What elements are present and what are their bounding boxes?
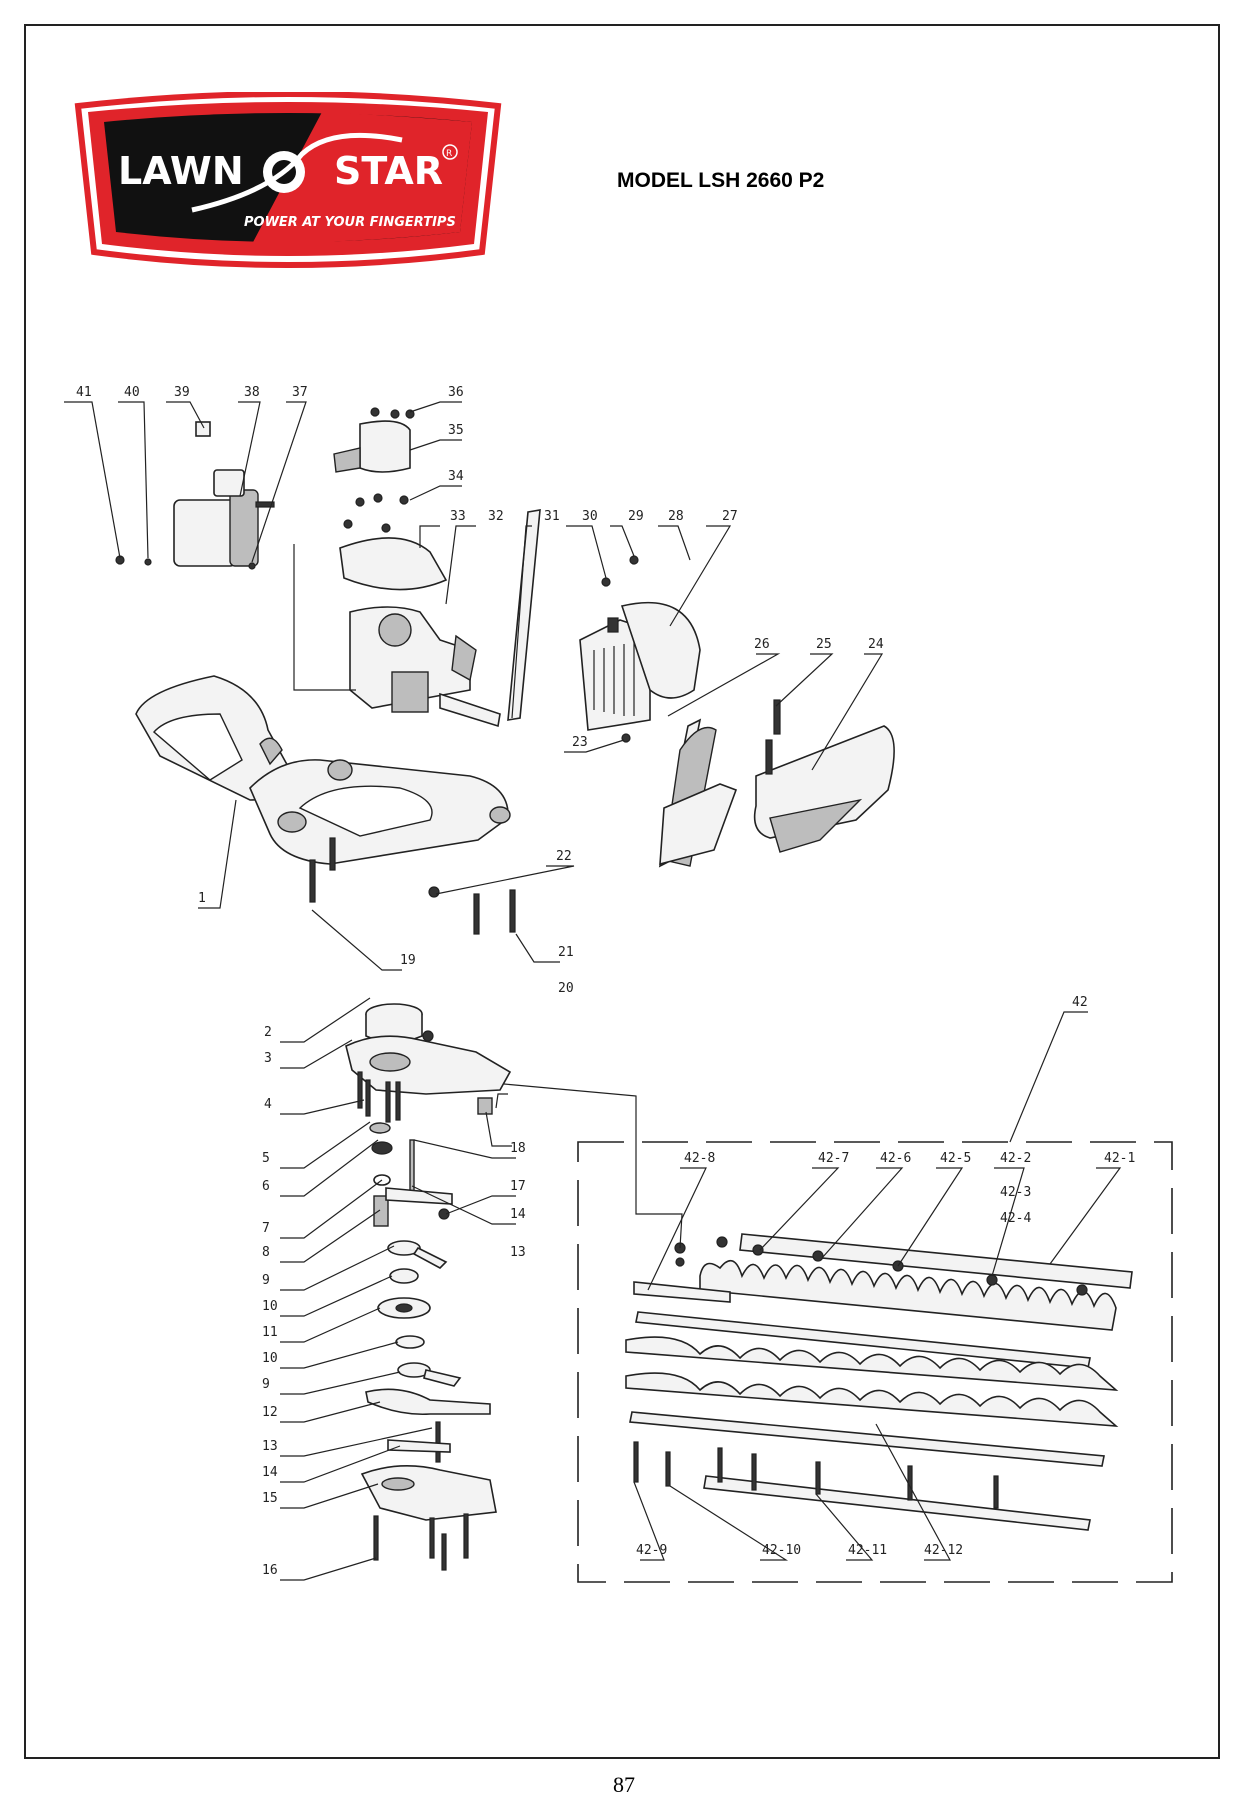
label-13-lower: 13 xyxy=(262,1439,278,1454)
label-42-10: 42-10 xyxy=(762,1543,801,1558)
lawnstar-logo: LAWN STAR R POWER AT YOUR FINGERTIPS xyxy=(74,92,502,268)
label-42: 42 xyxy=(1072,995,1088,1010)
label-42-4: 42-4 xyxy=(1000,1211,1031,1226)
label-16: 16 xyxy=(262,1563,278,1578)
label-32: 32 xyxy=(488,509,504,524)
logo-brand-left: LAWN xyxy=(118,149,244,193)
label-8: 8 xyxy=(262,1245,270,1260)
label-34: 34 xyxy=(448,469,464,484)
label-10-upper: 10 xyxy=(262,1299,278,1314)
label-42-7: 42-7 xyxy=(818,1151,849,1166)
gear-case-assembly xyxy=(345,1003,512,1571)
label-42-1: 42-1 xyxy=(1104,1151,1135,1166)
label-40: 40 xyxy=(124,385,140,400)
logo-tagline: POWER AT YOUR FINGERTIPS xyxy=(244,215,456,230)
label-5: 5 xyxy=(262,1151,270,1166)
label-36: 36 xyxy=(448,385,464,400)
leader-lines xyxy=(64,401,1122,1581)
label-14-upper: 14 xyxy=(510,1207,526,1222)
label-42-9: 42-9 xyxy=(636,1543,667,1558)
logo-brand-right: STAR xyxy=(334,149,443,193)
label-14-lower: 14 xyxy=(262,1465,278,1480)
label-41: 41 xyxy=(76,385,92,400)
label-18: 18 xyxy=(510,1141,526,1156)
label-31: 31 xyxy=(544,509,560,524)
label-42-6: 42-6 xyxy=(880,1151,911,1166)
label-33: 33 xyxy=(450,509,466,524)
label-2: 2 xyxy=(264,1025,272,1040)
label-3: 3 xyxy=(264,1051,272,1066)
label-9-lower: 9 xyxy=(262,1377,270,1392)
label-19: 19 xyxy=(400,953,416,968)
label-38: 38 xyxy=(244,385,260,400)
label-35: 35 xyxy=(448,423,464,438)
label-39: 39 xyxy=(174,385,190,400)
label-24: 24 xyxy=(868,637,884,652)
front-handle xyxy=(658,699,895,868)
label-12: 12 xyxy=(262,1405,278,1420)
label-9-upper: 9 xyxy=(262,1273,270,1288)
page-border xyxy=(24,24,1220,1759)
label-28: 28 xyxy=(668,509,684,524)
label-37: 37 xyxy=(292,385,308,400)
label-15: 15 xyxy=(262,1491,278,1506)
logo-registered-mark: R xyxy=(446,149,452,159)
label-22: 22 xyxy=(556,849,572,864)
part-labels: 41 40 39 38 37 36 35 34 33 32 31 30 29 2… xyxy=(76,385,1135,1578)
label-42-5: 42-5 xyxy=(940,1151,971,1166)
blade-assembly xyxy=(577,1141,1173,1583)
main-handle xyxy=(135,675,516,935)
label-42-11: 42-11 xyxy=(848,1543,887,1558)
label-42-2: 42-2 xyxy=(1000,1151,1031,1166)
label-25: 25 xyxy=(816,637,832,652)
label-42-12: 42-12 xyxy=(924,1543,963,1558)
label-17: 17 xyxy=(510,1179,526,1194)
label-30: 30 xyxy=(582,509,598,524)
fuel-tank xyxy=(115,421,275,570)
label-6: 6 xyxy=(262,1179,270,1194)
label-7: 7 xyxy=(262,1221,270,1236)
model-title: MODEL LSH 2660 P2 xyxy=(617,169,825,192)
label-26: 26 xyxy=(754,637,770,652)
label-27: 27 xyxy=(722,509,738,524)
label-1: 1 xyxy=(198,891,206,906)
label-23: 23 xyxy=(572,735,588,750)
label-13-upper: 13 xyxy=(510,1245,526,1260)
label-29: 29 xyxy=(628,509,644,524)
label-4: 4 xyxy=(264,1097,272,1112)
muffler-cover xyxy=(507,509,701,743)
page-number: 87 xyxy=(613,1772,635,1797)
label-11: 11 xyxy=(262,1325,278,1340)
label-42-3: 42-3 xyxy=(1000,1185,1031,1200)
label-10-lower: 10 xyxy=(262,1351,278,1366)
engine-assembly xyxy=(333,407,501,728)
label-21: 21 xyxy=(558,945,574,960)
label-42-8: 42-8 xyxy=(684,1151,715,1166)
label-20: 20 xyxy=(558,981,574,996)
